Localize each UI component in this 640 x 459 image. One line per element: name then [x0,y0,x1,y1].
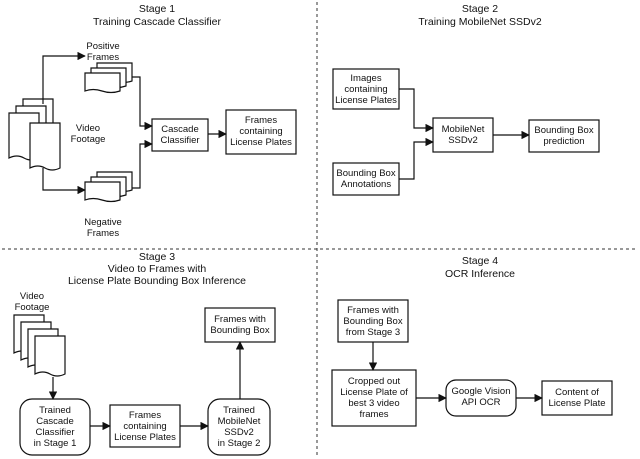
bbox-pred-label-2: prediction [543,136,584,147]
cropped-label-4: frames [359,409,388,420]
edge-positive-to-cascade [132,76,153,131]
positive-frames-label-2: Frames [87,52,119,63]
mobilenet-label-2: SSDv2 [448,135,478,146]
bbox-prediction-box [528,119,600,153]
cropped-plate-box [331,369,417,427]
images-label-2: containing [344,84,387,95]
video-footage-label-1: Video [76,123,100,134]
video-footage-stack-stage1 [8,98,61,171]
content-of-plate-box [541,380,613,416]
stage3-frames-lp-label-2: containing [123,421,166,432]
stage4-title: Stage 4 [462,255,498,267]
google-vision-label-2: API OCR [461,397,500,408]
trained-mobilenet-label-2: MobileNet [218,416,261,427]
trained-cascade-label-1: Trained [39,405,71,416]
cascade-classifier-box [151,118,209,152]
edge-annotations-to-mobilenet [399,137,434,180]
stage3-title: Stage 3 [139,251,175,263]
stage3-frames-lp-box [109,404,181,448]
frames-lp-label-3: License Plates [230,137,292,148]
cascade-classifier-label-2: Classifier [160,135,199,146]
trained-cascade-label-4: in Stage 1 [34,438,77,449]
frames-containing-plates-box [225,109,297,155]
trained-mobilenet-label-1: Trained [223,405,255,416]
trained-mobilenet-label-3: SSDv2 [224,427,254,438]
edge-negative-to-cascade [132,139,153,189]
negative-frames-stack [84,171,133,203]
bbox-ann-label-1: Bounding Box [336,168,395,179]
cropped-label-1: Cropped out [348,376,401,387]
negative-frames-label-2: Frames [87,228,119,239]
stage1-subtitle: Training Cascade Classifier [93,16,221,28]
stage3-subtitle-1: Video to Frames with [108,263,207,275]
bbox-annotations-box [332,162,400,196]
negative-frames-label-1: Negative [84,217,122,228]
google-vision-label-1: Google Vision [452,386,511,397]
stage2-subtitle: Training MobileNet SSDv2 [418,16,541,28]
stage4-frames-bbox-box [337,299,409,343]
edge-images-to-mobilenet [399,88,434,133]
stage3-frames-lp-label-3: License Plates [114,432,176,443]
stage3-video-label-2: Footage [15,302,50,313]
trained-cascade-label-2: Cascade [36,416,74,427]
cascade-classifier-label-1: Cascade [161,124,199,135]
edge-video-to-positive [42,51,86,104]
frames-with-bbox-box [204,307,276,343]
cropped-label-2: License Plate of [340,387,408,398]
stage3-frames-lp-label-1: Frames [129,410,161,421]
mobilenet-label-1: MobileNet [442,124,485,135]
images-label-1: Images [350,73,381,84]
images-with-plates-box [332,68,400,110]
edge-video-to-negative [42,168,86,195]
trained-mobilenet-label-4: in Stage 2 [218,438,261,449]
trained-cascade-label-3: Classifier [35,427,74,438]
content-label-2: License Plate [548,398,605,409]
stage2-title: Stage 2 [462,3,498,15]
frames-bbox-label-1: Frames with [214,314,266,325]
video-footage-label-2: Footage [71,134,106,145]
frames-lp-label-1: Frames [245,115,277,126]
positive-frames-label-1: Positive [86,41,119,52]
cropped-label-3: best 3 video [348,398,399,409]
stage4-subtitle: OCR Inference [445,268,515,280]
frames-bbox-label-2: Bounding Box [210,325,269,336]
stage1-title: Stage 1 [139,3,175,15]
stage3-subtitle-2: License Plate Bounding Box Inference [68,275,246,287]
stage4-frames-bbox-label-3: from Stage 3 [346,327,400,338]
frames-lp-label-2: containing [239,126,282,137]
stage4-frames-bbox-label-1: Frames with [347,305,399,316]
stage4-frames-bbox-label-2: Bounding Box [343,316,402,327]
stage3-video-label-1: Video [20,291,44,302]
content-label-1: Content of [555,387,599,398]
bbox-pred-label-1: Bounding Box [534,125,593,136]
images-label-3: License Plates [335,95,397,106]
positive-frames-stack [84,62,133,94]
bbox-ann-label-2: Annotations [341,179,391,190]
video-footage-stack-stage3 [13,314,66,377]
